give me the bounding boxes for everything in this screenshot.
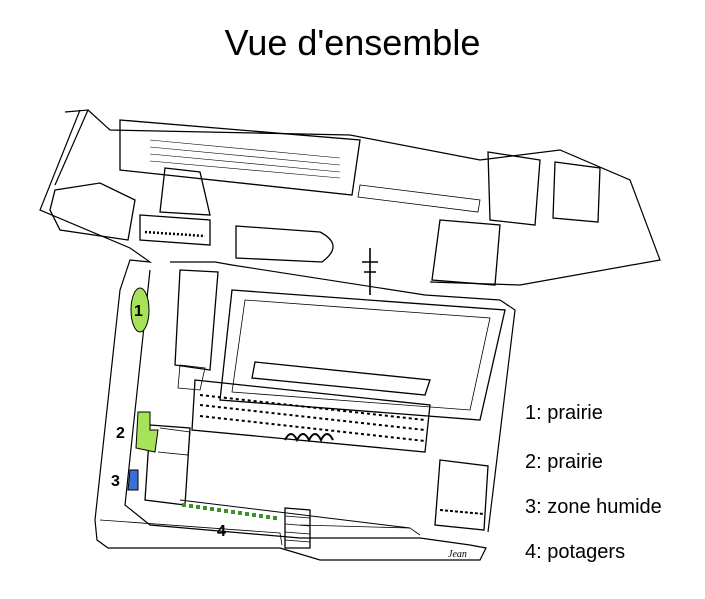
- building-east-block: [431, 219, 501, 286]
- building-ne-1: [487, 151, 541, 226]
- buildings: [49, 119, 601, 549]
- zone-2-prairie: [135, 411, 159, 453]
- map-title: Vue d'ensemble: [224, 22, 481, 63]
- legend-item-4: 4: potagers: [525, 541, 626, 563]
- building-ne-2: [552, 161, 601, 223]
- zone-labels: 1 2 3 4: [111, 303, 226, 540]
- bench-path: [179, 499, 411, 529]
- zone-label-2: 2: [116, 425, 125, 442]
- site-boundary: [39, 109, 661, 561]
- legend-item-2: 2: prairie: [525, 451, 603, 473]
- building-north-wing: [159, 167, 211, 216]
- zone-label-3: 3: [111, 473, 120, 490]
- zone-4-vegetable-gardens: [182, 503, 277, 520]
- artist-signature: Jean: [448, 549, 467, 560]
- legend-item-1: 1: prairie: [525, 402, 603, 424]
- building-west-block: [174, 269, 219, 371]
- building-passage: [139, 214, 211, 246]
- arches: [284, 433, 334, 443]
- zone-1-prairie: [130, 287, 150, 333]
- zone-label-1: 1: [134, 303, 143, 320]
- building-main-school: [191, 379, 431, 453]
- entrance-stairs: [284, 507, 311, 549]
- building-west-hall: [49, 182, 136, 241]
- building-se-block: [434, 459, 489, 531]
- courtyard-frame: [219, 289, 506, 421]
- zones: [127, 287, 277, 520]
- zone-3-wetland: [127, 469, 139, 491]
- building-center-roof: [251, 361, 431, 396]
- building-north-long: [119, 119, 361, 196]
- zone-label-4: 4: [217, 523, 226, 540]
- legend-item-3: 3: zone humide: [525, 496, 662, 518]
- building-oval: [235, 225, 334, 263]
- tower-marker: [362, 248, 378, 295]
